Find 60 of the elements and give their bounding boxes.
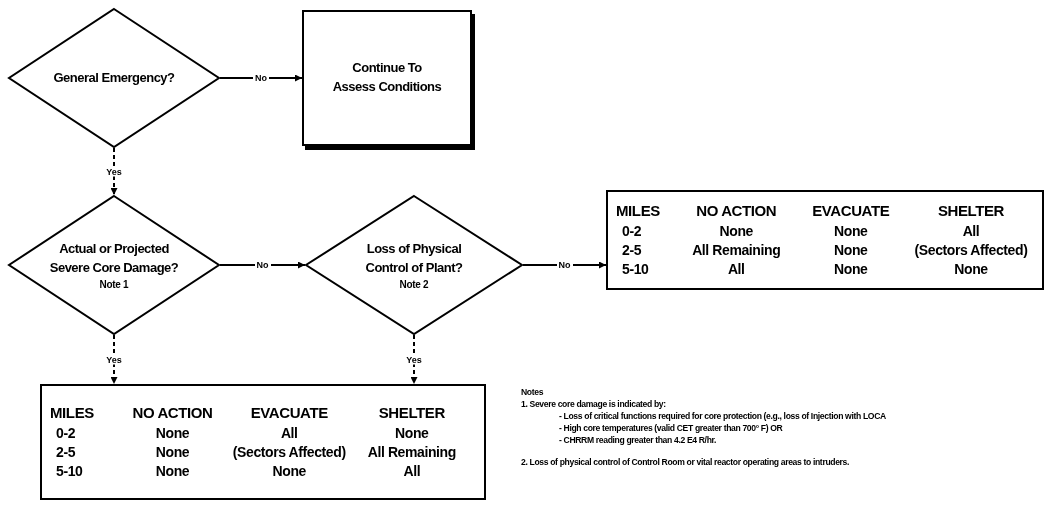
table-cell-text: (Sectors Affected) bbox=[913, 241, 1029, 260]
edge-label: No bbox=[253, 73, 269, 83]
table-cell-text: None bbox=[833, 260, 869, 279]
table-cell-text: All bbox=[961, 221, 981, 241]
decision-diamond bbox=[8, 8, 220, 148]
table-cell-text: 0-2 bbox=[55, 423, 77, 443]
table-cell-text: None bbox=[394, 423, 430, 443]
note-text: 1. Severe core damage is indicated by: bbox=[521, 398, 667, 411]
note-text: - CHRRM reading greater than 4.2 E4 R/hr. bbox=[558, 434, 718, 447]
table-cell-text: All bbox=[279, 423, 299, 443]
table-cell-text: All Remaining bbox=[691, 241, 782, 260]
table-cell-text: 0-2 bbox=[621, 221, 643, 241]
arrow bbox=[219, 74, 303, 82]
table-cell-text: 5-10 bbox=[621, 260, 650, 279]
table-cell-text: (Sectors Affected) bbox=[231, 443, 347, 462]
table-cell-text: All bbox=[402, 462, 422, 481]
note-text: 2. Loss of physical control of Control Room or vital reactor operating areas to intruders. bbox=[521, 456, 851, 469]
decision-diamond bbox=[8, 195, 220, 335]
table-cell-text: None bbox=[154, 423, 191, 443]
table-cell-text: None bbox=[718, 221, 754, 241]
table-cell-text: All bbox=[726, 260, 746, 279]
table-cell-text: 5-10 bbox=[55, 462, 84, 481]
arrow bbox=[410, 334, 418, 385]
table-cell-text: 2-5 bbox=[55, 443, 77, 462]
table-cell-text: None bbox=[154, 443, 191, 462]
table-cell-text: None bbox=[154, 462, 191, 481]
edge-label: No bbox=[556, 260, 573, 270]
table-cell-text: None bbox=[271, 462, 307, 481]
column-header: MILES bbox=[616, 201, 661, 221]
edge-label: No bbox=[254, 260, 271, 270]
table-cell-text: None bbox=[953, 260, 989, 279]
notes-heading: Notes bbox=[521, 386, 545, 399]
table-cell-text: None bbox=[833, 241, 869, 260]
column-header: SHELTER bbox=[377, 403, 446, 423]
process-text: Continue To Assess Conditions bbox=[331, 59, 443, 96]
edge-label: Yes bbox=[404, 355, 424, 364]
column-header: NO ACTION bbox=[131, 403, 214, 423]
table-cell-text: All Remaining bbox=[366, 443, 457, 462]
arrow bbox=[110, 147, 118, 196]
decision-question: Actual or Projected Severe Core Damage? bbox=[48, 239, 180, 277]
note-reference: Note 2 bbox=[399, 279, 429, 291]
arrow bbox=[110, 334, 118, 385]
column-header: NO ACTION bbox=[695, 201, 778, 221]
column-header: EVACUATE bbox=[249, 403, 329, 423]
decision-diamond bbox=[305, 195, 523, 335]
column-header: SHELTER bbox=[936, 201, 1006, 221]
edge-label: Yes bbox=[104, 355, 124, 364]
note-text: - High core temperatures (valid CET greater than 700° F) OR bbox=[558, 422, 784, 435]
column-header: EVACUATE bbox=[811, 201, 891, 221]
action-table bbox=[40, 384, 486, 500]
column-header: MILES bbox=[50, 403, 95, 423]
table-cell-text: None bbox=[833, 221, 869, 241]
table-cell-text: 2-5 bbox=[621, 241, 643, 260]
decision-question: General Emergency? bbox=[53, 68, 175, 87]
decision-question: Loss of Physical Control of Plant? bbox=[364, 239, 464, 277]
edge-label: Yes bbox=[104, 167, 124, 176]
arrow bbox=[522, 261, 607, 269]
action-table bbox=[606, 190, 1044, 290]
note-reference: Note 1 bbox=[99, 279, 129, 291]
note-text: - Loss of critical functions required for core protection (e.g., loss of Injection with LOCA bbox=[558, 410, 887, 423]
